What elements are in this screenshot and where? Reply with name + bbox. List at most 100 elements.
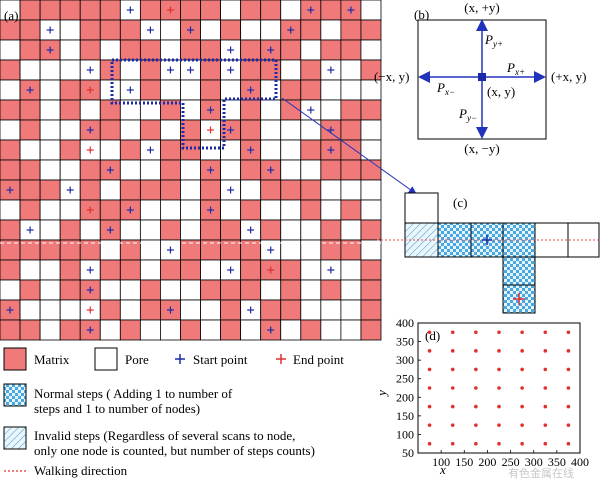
matrix-cell (300, 59, 322, 81)
matrix-cell (59, 139, 81, 161)
pore-cell (39, 199, 61, 221)
pore-cell (300, 259, 322, 281)
matrix-cell (360, 259, 382, 281)
start-point (46, 46, 54, 54)
matrix-cell (119, 319, 141, 341)
start-point (307, 6, 315, 14)
cell-c-normal-4 (502, 256, 536, 286)
y-tick-label: 100 (396, 427, 414, 441)
matrix-cell (79, 0, 101, 21)
matrix-cell (79, 19, 101, 41)
scatter-point (543, 441, 548, 446)
scatter-point (450, 441, 455, 446)
matrix-cell (119, 19, 141, 41)
start-point (166, 66, 174, 74)
x-tick-label: 250 (502, 455, 520, 469)
start-point (6, 306, 14, 314)
legend-end-icon (276, 354, 286, 364)
matrix-cell (240, 59, 262, 81)
matrix-cell (200, 0, 221, 21)
pore-cell (280, 159, 302, 181)
scatter-point (497, 441, 501, 446)
legend-start-label: Start point (193, 352, 248, 367)
pore-cell (280, 319, 302, 341)
matrix-cell (59, 279, 81, 301)
x-axis-label: x (439, 462, 446, 477)
legend-start-icon (175, 354, 185, 364)
x-tick-label: 300 (525, 455, 543, 469)
matrix-cell (340, 119, 362, 141)
pore-cell (260, 79, 282, 101)
pore-cell (180, 219, 201, 241)
start-point (327, 146, 335, 154)
matrix-cell (59, 319, 81, 341)
start-point (26, 86, 34, 94)
pore-cell (360, 179, 382, 201)
start-point (146, 146, 154, 154)
scatter-point (427, 423, 432, 427)
matrix-cell (360, 279, 382, 301)
matrix-cell (59, 79, 81, 101)
matrix-cell (19, 279, 41, 301)
pore-cell (200, 299, 221, 321)
p-y-minus: Py− (458, 106, 477, 123)
start-point (166, 306, 174, 314)
matrix-cell (99, 299, 121, 321)
zoom-arrow (281, 97, 417, 195)
matrix-cell (79, 39, 101, 61)
matrix-cell (320, 159, 342, 181)
pore-cell (180, 159, 201, 181)
pore-cell (360, 199, 382, 221)
matrix-cell (200, 59, 221, 81)
start-point (307, 106, 315, 114)
matrix-cell (340, 19, 362, 41)
scatter-point (450, 404, 455, 409)
pore-cell (139, 219, 161, 241)
matrix-cell (260, 0, 282, 21)
matrix-cell (19, 179, 41, 201)
matrix-cell (240, 259, 262, 281)
pore-cell (160, 119, 181, 141)
pore-cell (320, 179, 342, 201)
scatter-point (450, 330, 455, 335)
pore-cell (340, 299, 362, 321)
legend-end-label: End point (293, 352, 344, 367)
pore-cell (39, 119, 61, 141)
matrix-cell (0, 19, 21, 41)
matrix-cell (59, 219, 81, 241)
pore-cell (79, 99, 101, 121)
pore-cell (99, 319, 121, 341)
pore-cell (99, 239, 121, 261)
pore-cell (39, 99, 61, 121)
x-tick-label: 100 (432, 455, 450, 469)
matrix-cell (280, 259, 302, 281)
label-left: (−x, y) (374, 69, 410, 84)
matrix-cell (59, 259, 81, 281)
pore-cell (160, 79, 181, 101)
pore-cell (200, 319, 221, 341)
pore-cell (360, 39, 382, 61)
pore-cell (260, 99, 282, 121)
pore-cell (39, 279, 61, 301)
start-point (207, 206, 215, 214)
start-point (86, 126, 94, 134)
matrix-cell (220, 19, 242, 41)
pore-cell (260, 119, 282, 141)
scatter-point (520, 441, 524, 446)
legend-walking-label: Walking direction (34, 463, 128, 478)
pore-cell (79, 219, 101, 241)
pore-cell (280, 199, 302, 221)
matrix-cell (240, 199, 262, 221)
matrix-cell (300, 179, 322, 201)
matrix-cell (0, 99, 21, 121)
matrix-cell (280, 79, 302, 101)
start-point (267, 166, 275, 174)
scatter-point (427, 386, 432, 390)
scatter-point (520, 386, 524, 390)
pore-cell (119, 159, 141, 181)
scatter-point (474, 349, 478, 353)
center-node (478, 73, 486, 81)
pore-cell (200, 259, 221, 281)
matrix-cell (119, 179, 141, 201)
pore-cell (320, 79, 342, 101)
